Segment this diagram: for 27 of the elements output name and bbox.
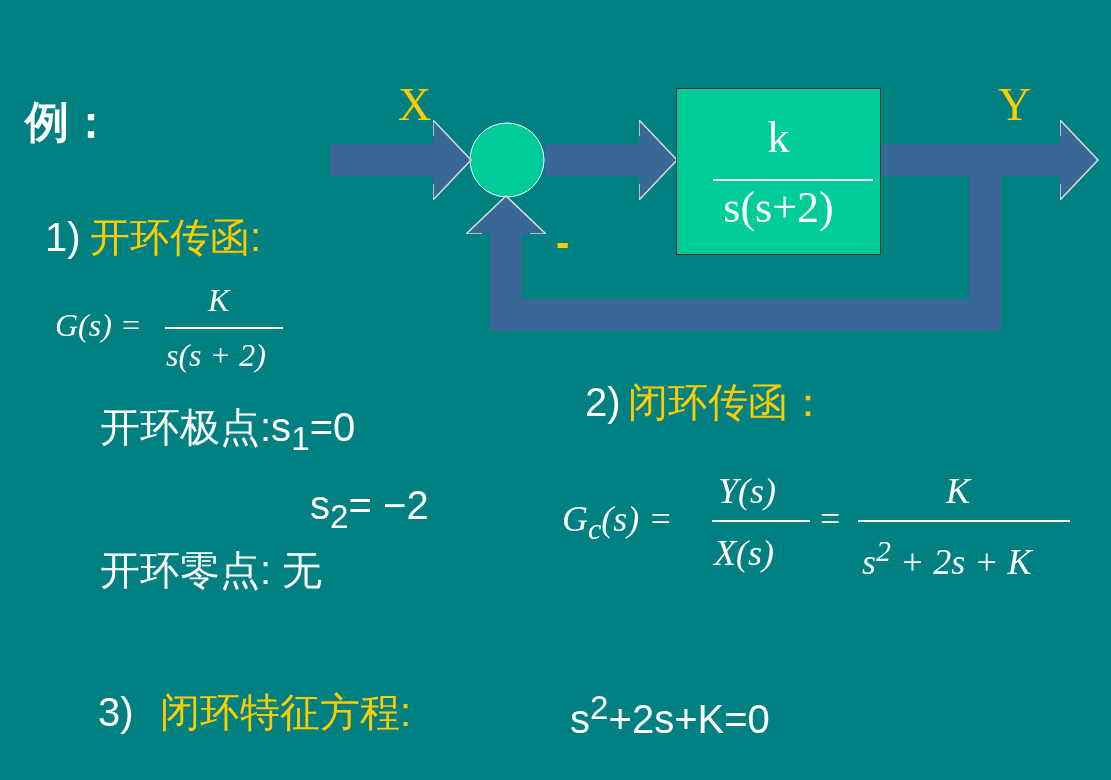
item-number: 1) [45, 215, 81, 259]
minus-sign: - [556, 220, 570, 264]
numerator: Y(s) [718, 472, 776, 512]
pole-text: s$_{2}$= −2 [310, 483, 429, 536]
formula-text: G$_{c}$(s) = [562, 500, 673, 546]
section-heading: 闭环特征方程: [160, 690, 412, 734]
summing-junction [469, 122, 545, 198]
section-heading: 开环传函: [90, 215, 262, 259]
signal-label: Y [998, 80, 1032, 131]
equation-text: s$^{2}$+2s+K=0 [570, 690, 770, 742]
denominator: X(s) [714, 534, 774, 574]
formula-text: G(s) = [55, 308, 142, 344]
item-number: 3) [98, 690, 134, 734]
numerator: K [946, 472, 970, 512]
pole-text: 开环极点:s$_{1}$=0 [100, 405, 356, 458]
denominator: s(s+2) [722, 184, 835, 233]
item-number: 2) [585, 380, 621, 424]
equals-sign: = [820, 500, 841, 540]
numerator: K [208, 283, 230, 319]
numerator: k [766, 114, 791, 163]
section-heading: 闭环传函： [628, 380, 828, 424]
zero-text: 开环零点: 无 [100, 548, 323, 592]
example-heading: 例： [25, 98, 113, 147]
signal-label: X [398, 80, 432, 131]
denominator: s$^{2}$ + 2s + K [862, 534, 1032, 583]
transfer-block [676, 88, 881, 255]
denominator: s(s + 2) [166, 338, 266, 374]
